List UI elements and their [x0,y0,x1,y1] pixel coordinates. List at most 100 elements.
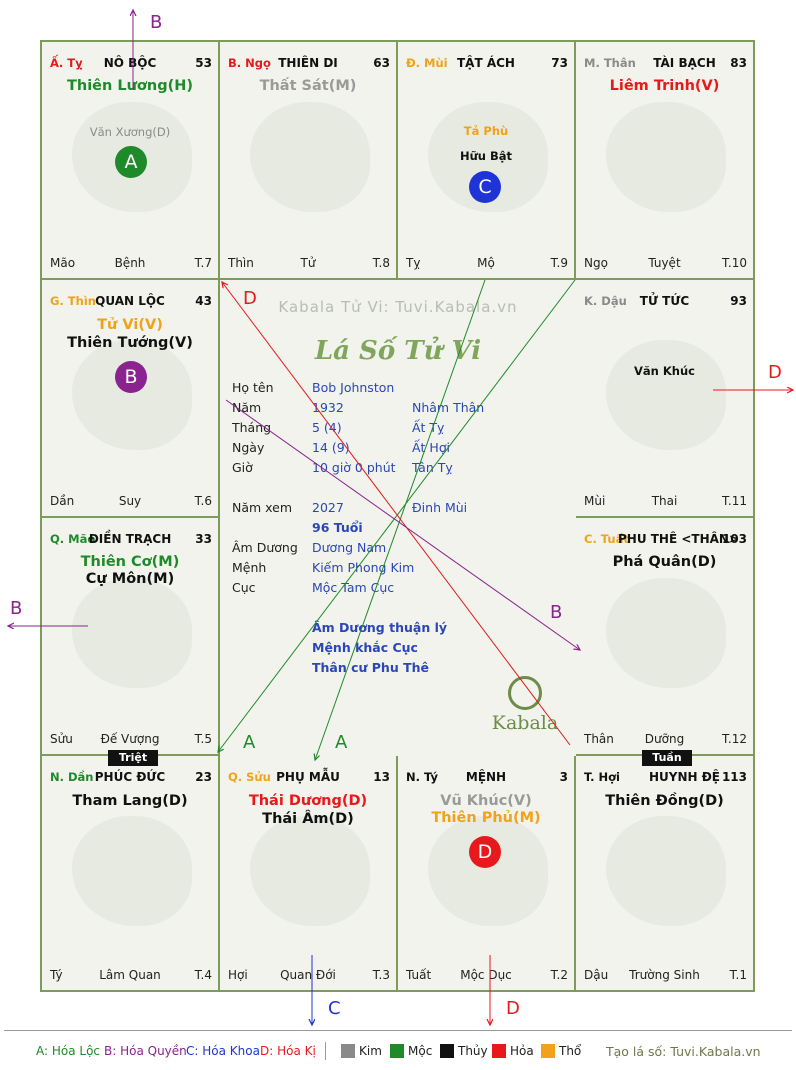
palace-no-boc[interactable]: Ấ. Tỵ NÔ BỘC 53 Thiên Lương(H) Văn Xương… [42,42,220,280]
life-stage: Mộ [477,256,495,270]
palace-number: 43 [195,294,212,308]
palace-tai-bach[interactable]: M. Thân TÀI BẠCH 83 Liêm Trinh(V) Ngọ Tu… [576,42,753,280]
arrow-label-d: D [506,998,520,1019]
minor-star: Văn Xương(D) [89,125,171,139]
zodiac-watermark-icon [428,816,548,926]
site-link[interactable]: Tạo lá số: Tuvi.Kabala.vn [606,1044,761,1059]
palace-quan-loc[interactable]: G. Thìn QUAN LỘC 43 Tử Vi(V) Thiên Tướng… [42,280,220,518]
palace-menh[interactable]: N. Tý MỆNH 3 Vũ Khúc(V) Thiên Phủ(M) D T… [398,756,576,990]
note-line: Âm Dương thuận lý [312,620,448,635]
main-star: Tử Vi(V) [97,317,163,333]
palace-thien-di[interactable]: B. Ngọ THIÊN DI 63 Thất Sát(M) Thìn Tử T… [220,42,398,280]
palace-can: N. Tý [406,770,438,784]
info-value-canchi: Nhâm Thân [412,400,485,415]
earthly-branch: Dần [50,494,75,508]
tho-swatch-icon [541,1044,555,1058]
palace-number: 23 [195,770,212,784]
legend-hoa-khoa: C: Hóa Khoa [186,1044,260,1058]
palace-number: 113 [721,770,747,784]
minor-star: Hữu Bật [459,149,513,163]
life-stage: Lâm Quan [99,968,161,982]
palace-phu-the[interactable]: C. Tuất PHU THÊ <THÂN> 103 Phá Quân(D) T… [576,518,753,756]
earthly-branch: Tý [50,968,63,982]
palace-can: Đ. Mùi [406,56,448,70]
legend-bar: A: Hóa Lộc B: Hóa Quyền C: Hóa Khoa D: H… [0,1030,796,1070]
main-star: Thái Âm(D) [262,811,354,827]
main-star: Phá Quân(D) [612,554,717,570]
info-value: Bob Johnston [312,380,395,395]
earthly-branch: Thìn [228,256,254,270]
palace-number: 83 [730,56,747,70]
life-stage: Bệnh [114,256,146,270]
info-value-canchi: Ất Hợi [412,440,450,455]
palace-can: G. Thìn [50,294,96,308]
palace-name: PHU THÊ <THÂN> [617,532,740,546]
palace-name: ĐIỀN TRẠCH [88,532,172,546]
main-star: Thiên Đồng(D) [605,793,724,809]
legend-hoa-loc: A: Hóa Lộc [36,1044,101,1058]
palace-tat-ach[interactable]: Đ. Mùi TẬT ÁCH 73 Tả Phù Hữu Bật C Tỵ Mộ… [398,42,576,280]
life-stage: Thai [651,494,678,508]
palace-number: 33 [195,532,212,546]
palace-can: C. Tuất [584,532,629,546]
palace-phuc-duc[interactable]: N. Dần PHÚC ĐỨC 23 Tham Lang(D) Tý Lâm Q… [42,756,220,990]
hoa-loc-arrow [218,279,576,752]
zodiac-watermark-icon [72,340,192,450]
month-label: T.4 [194,968,212,982]
life-stage: Quan Đới [280,968,336,982]
legend-moc: Mộc [408,1044,433,1058]
hoa-badge: C [469,171,501,203]
earthly-branch: Tỵ [406,256,421,270]
earthly-branch: Dậu [584,968,609,982]
triet-tag: Triệt [108,750,158,766]
earthly-branch: Hợi [228,968,248,982]
info-value: 14 (9) [312,440,350,455]
info-label: Năm [232,400,262,415]
zodiac-watermark-icon [250,102,370,212]
palace-can: M. Thân [584,56,636,70]
moc-swatch-icon [390,1044,404,1058]
main-star: Thái Dương(D) [248,793,368,809]
legend-divider [4,1030,792,1031]
palace-can: Q. Mão [50,532,96,546]
earthly-branch: Ngọ [584,256,608,270]
info-label: Cục [232,580,256,595]
note-line: Mệnh khắc Cục [312,640,418,655]
hoa-loc-arrow [315,279,486,760]
palace-name: PHÚC ĐỨC [94,770,166,784]
life-stage: Trường Sinh [629,968,700,982]
palace-phu-mau[interactable]: Q. Sửu PHỤ MẪU 13 Thái Dương(D) Thái Âm(… [220,756,398,990]
palace-name: THIÊN DI [278,56,338,70]
main-star: Thất Sát(M) [259,78,357,94]
earthly-branch: Tuất [406,968,432,982]
palace-can: N. Dần [50,770,94,784]
life-stage: Suy [118,494,142,508]
palace-number: 63 [373,56,390,70]
palace-dien-trach[interactable]: Q. Mão ĐIỀN TRẠCH 33 Thiên Cơ(M) Cự Môn(… [42,518,220,756]
tree-icon [508,676,542,710]
legend-hoa-quyen: B: Hóa Quyền [104,1044,187,1058]
palace-name: TÀI BẠCH [653,56,716,70]
info-age: 96 Tuổi [312,520,363,535]
arrow-label-b: B [550,602,563,623]
legend-hoa: Hỏa [510,1044,534,1058]
palace-huynh-de[interactable]: T. Hợi HUYNH ĐỆ 113 Thiên Đồng(D) Dậu Tr… [576,756,753,990]
main-star: Thiên Cơ(M) [80,554,180,570]
life-stage: Mộc Dục [460,968,512,982]
palace-number: 73 [551,56,568,70]
hoa-swatch-icon [492,1044,506,1058]
info-value: Dương Nam [312,540,387,555]
palace-number: 3 [559,770,568,784]
arrow-label-d: D [768,362,782,383]
main-star: Liêm Trinh(V) [609,78,720,94]
palace-tu-tuc[interactable]: K. Dậu TỬ TỨC 93 Văn Khúc Mùi Thai T.11 [576,280,753,518]
zodiac-watermark-icon [606,340,726,450]
zodiac-watermark-icon [606,816,726,926]
info-value: 1932 [312,400,344,415]
main-star: Thiên Tướng(V) [67,335,193,351]
legend-tho: Thổ [559,1044,582,1058]
legend-thuy: Thủy [458,1044,488,1058]
chart-title: Lá Số Tử Vi [314,336,482,366]
hoa-quyen-arrow [225,399,580,650]
kim-swatch-icon [341,1044,355,1058]
